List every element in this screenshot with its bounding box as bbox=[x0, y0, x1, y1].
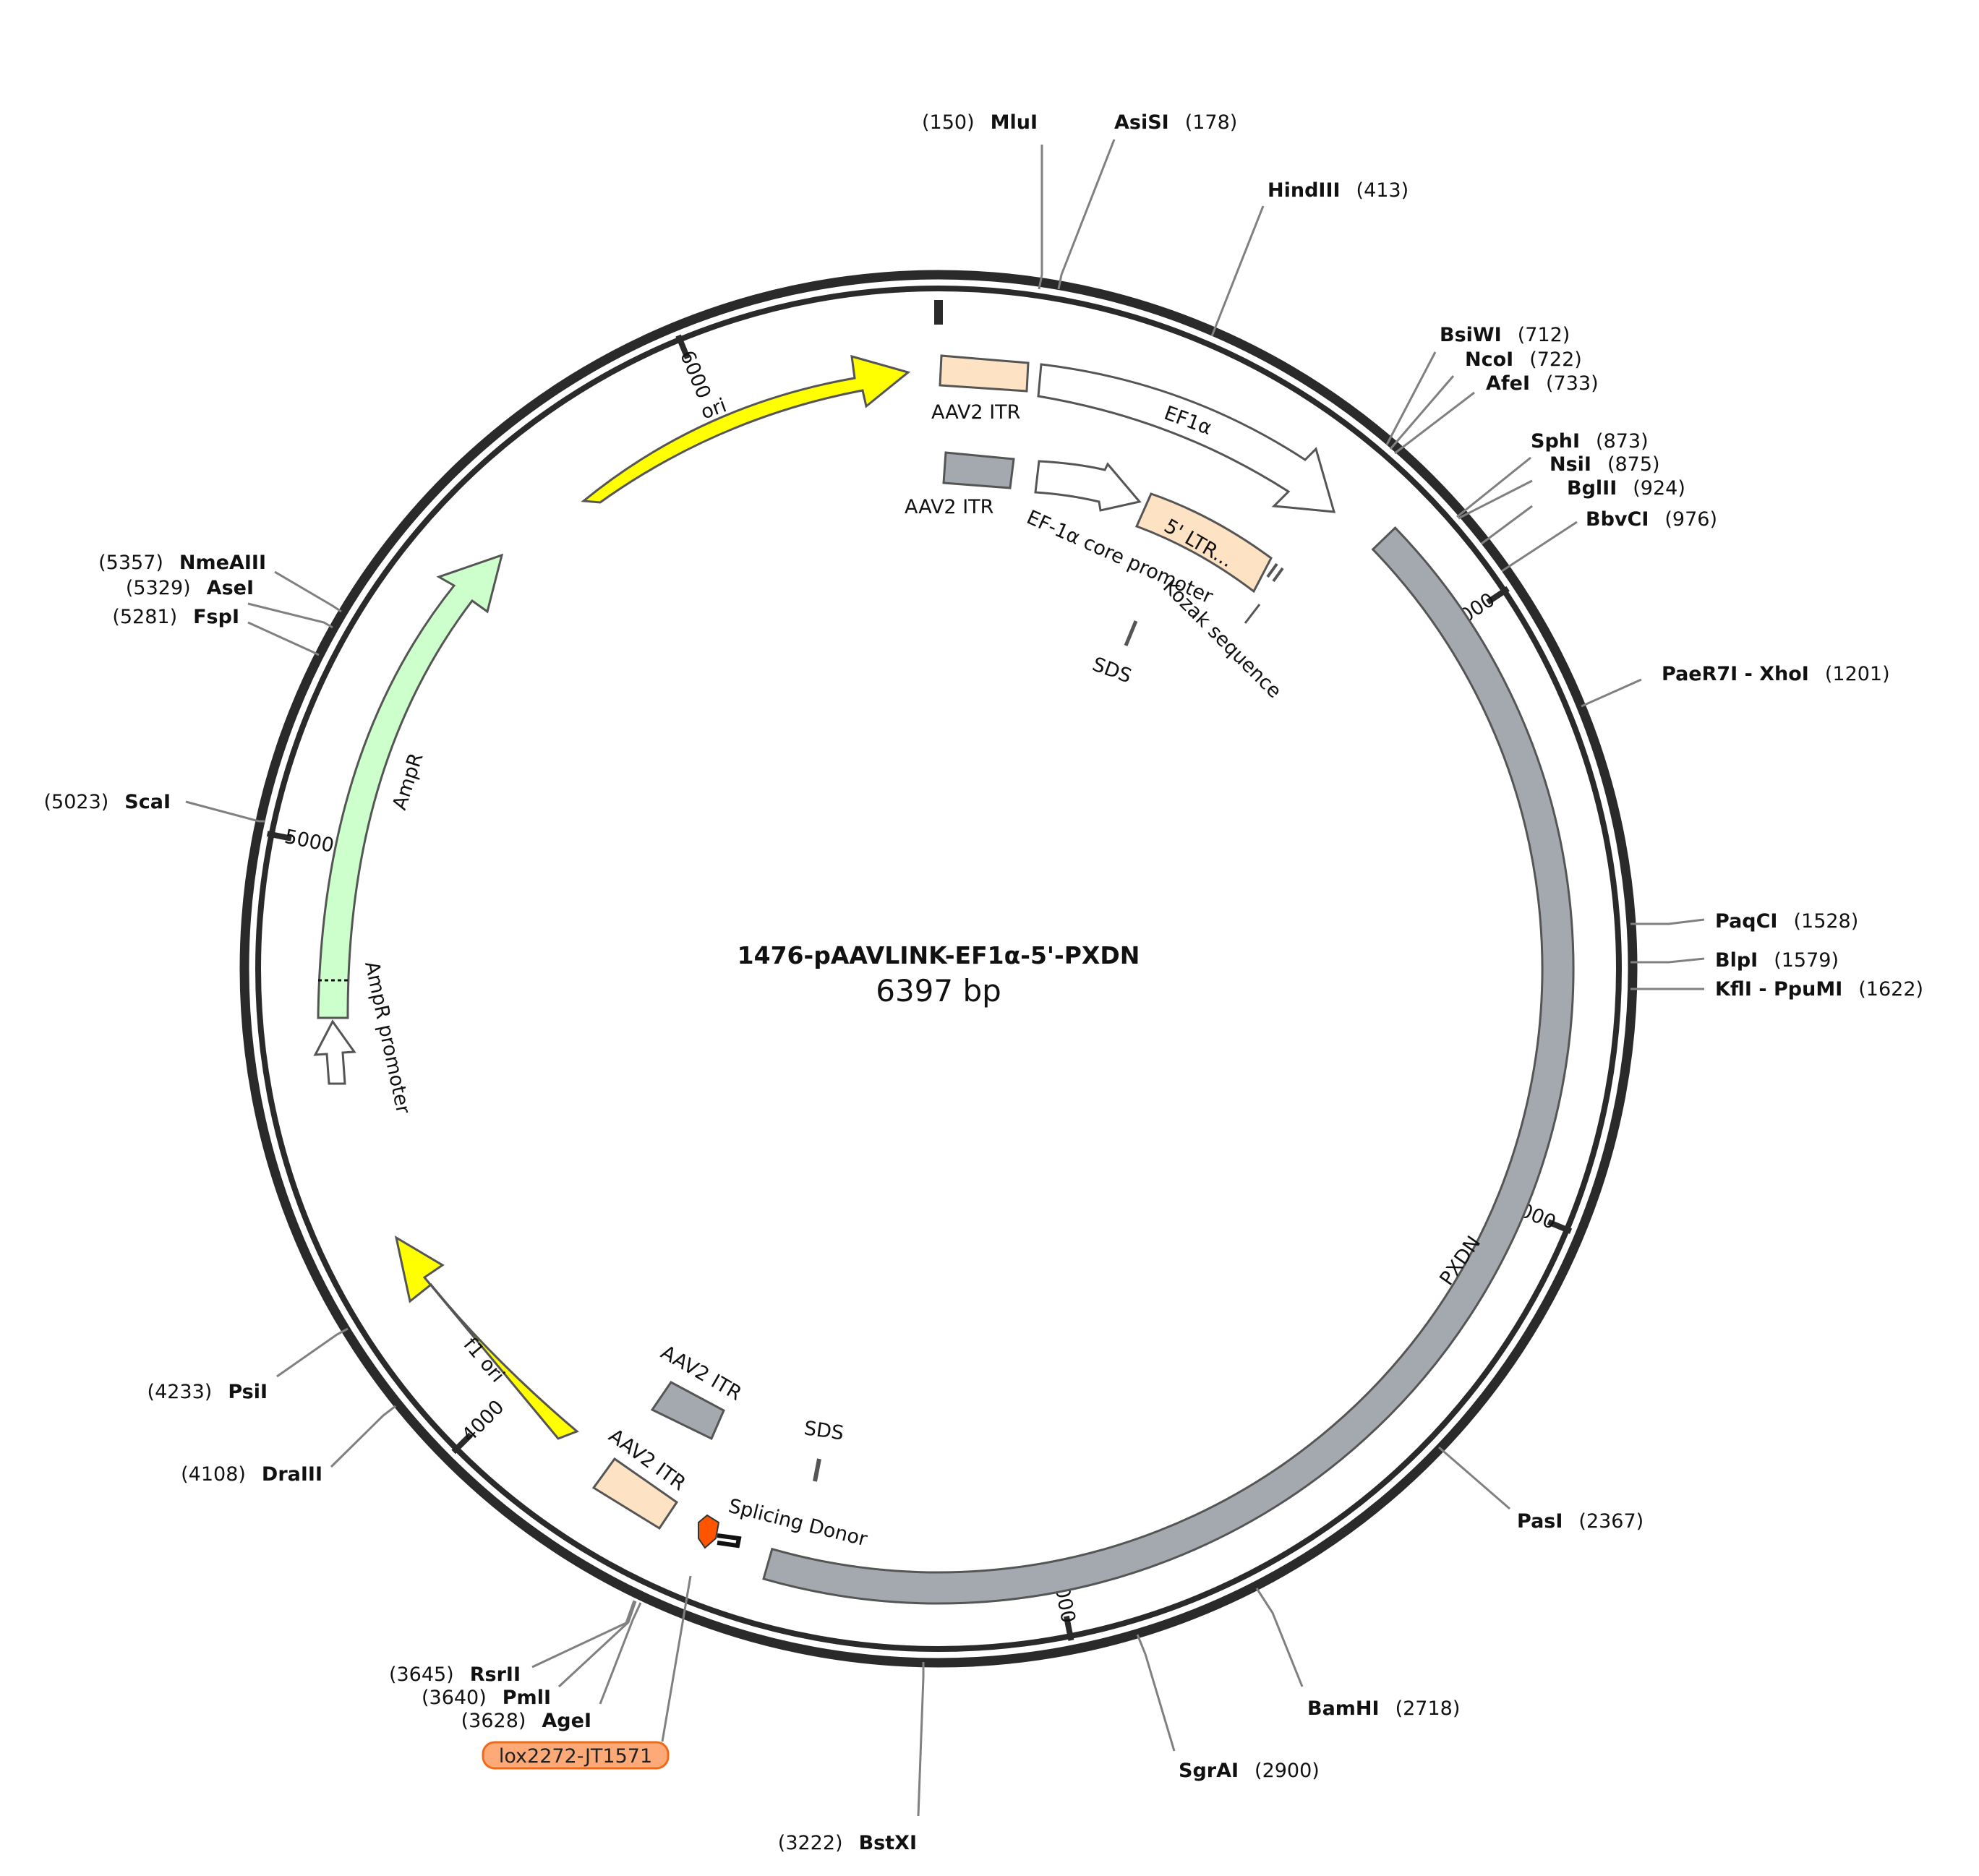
pxdn-arc bbox=[762, 526, 1575, 1605]
tick-mark-1000 bbox=[1486, 586, 1510, 605]
aav2-itr-1-label: AAV2 ITR bbox=[931, 401, 1020, 424]
tick-label-4000: 4000 bbox=[458, 1396, 509, 1447]
kozak-mark-b bbox=[1272, 567, 1284, 583]
site-bamhi: BamHI(2718) bbox=[1307, 1697, 1460, 1720]
site-ncoi: NcoI(722) bbox=[1465, 348, 1582, 371]
aav2-itr-3 bbox=[650, 1381, 725, 1441]
lox-leader bbox=[661, 1575, 692, 1742]
tick-label-6000: 6000 bbox=[675, 348, 715, 402]
features: ori AAV2 ITR EF1α AAV2 ITR EF-1α core pr… bbox=[313, 354, 1575, 1770]
site-paqci: PaqCI(1528) bbox=[1715, 910, 1858, 933]
ef1a-arrow bbox=[1037, 363, 1336, 513]
tick-mark-3000 bbox=[1063, 1615, 1074, 1641]
sds-1-mark bbox=[1124, 620, 1138, 646]
splicing-donor bbox=[698, 1514, 720, 1549]
splicing-donor-label: Splicing Donor bbox=[726, 1495, 870, 1551]
site-psii: (4233)PsiI bbox=[148, 1381, 268, 1403]
sds-1-label: SDS bbox=[1090, 653, 1134, 688]
site-kfli-ppumi: KflI - PpuMI(1622) bbox=[1715, 978, 1923, 1001]
tick-mark-5000 bbox=[266, 831, 292, 841]
site-rsrii: (3645)RsrII bbox=[389, 1663, 521, 1686]
site-nmeaiii: (5357)NmeAIII bbox=[98, 552, 266, 574]
ori-arrow bbox=[581, 354, 911, 504]
ampr-arrow bbox=[317, 553, 504, 1019]
plasmid-title: 1476-pAAVLINK-EF1α-5'-PXDN bbox=[738, 941, 1140, 969]
site-agei: (3628)AgeI bbox=[461, 1710, 591, 1732]
kozak-label: Kozak sequence bbox=[1158, 575, 1286, 703]
plasmid-length: 6397 bp bbox=[876, 973, 1001, 1008]
site-fspi: (5281)FspI bbox=[112, 606, 239, 628]
site-scai: (5023)ScaI bbox=[44, 791, 171, 813]
sds-2-mark bbox=[813, 1458, 821, 1482]
site-mlui: (150)MluI bbox=[922, 111, 1038, 134]
lox-badge bbox=[482, 1741, 670, 1770]
site-bstxi: (3222)BstXI bbox=[778, 1832, 917, 1854]
aav2-itr-1 bbox=[939, 354, 1030, 393]
site-blpi: BlpI(1579) bbox=[1715, 949, 1839, 972]
ampr-label: AmpR bbox=[388, 750, 427, 813]
aav2-itr-2-label: AAV2 ITR bbox=[905, 496, 993, 518]
splicing-donor-link bbox=[717, 1533, 742, 1549]
kozak-mark-a bbox=[1266, 562, 1278, 578]
backbone-ring bbox=[239, 270, 1638, 1668]
tick-mark-2000 bbox=[1547, 1219, 1573, 1234]
site-bglii: BglII(924) bbox=[1567, 477, 1685, 500]
site-leaders bbox=[185, 139, 1705, 1817]
site-draiii: (4108)DraIII bbox=[181, 1463, 322, 1486]
site-asisi: AsiSI(178) bbox=[1114, 111, 1237, 134]
site-sgrai: SgrAI(2900) bbox=[1179, 1760, 1320, 1782]
tick-mark-6000 bbox=[675, 334, 691, 360]
site-paer7i-xhoi: PaeR7I - XhoI(1201) bbox=[1662, 663, 1890, 685]
site-bbvci: BbvCI(976) bbox=[1586, 508, 1717, 531]
ampr-promoter-arrow bbox=[313, 1019, 356, 1085]
site-pmli: (3640)PmlI bbox=[422, 1687, 551, 1709]
f1-ori-arrow bbox=[394, 1235, 579, 1440]
tick-label-5000: 5000 bbox=[283, 826, 335, 857]
site-asei: (5329)AseI bbox=[126, 577, 254, 599]
aav2-itr-2 bbox=[942, 451, 1015, 489]
ef1a-core-promoter-arrow bbox=[1034, 460, 1142, 512]
site-nsii: NsiI(875) bbox=[1550, 453, 1660, 476]
aav2-itr-4 bbox=[591, 1457, 679, 1530]
restriction-sites: (150)MluI AsiSI(178) HindIII(413) BsiWI(… bbox=[44, 111, 1924, 1854]
five-ltr bbox=[1134, 492, 1273, 594]
f1-ori-label: f1 ori bbox=[459, 1334, 509, 1387]
kozak-leader bbox=[1244, 604, 1261, 624]
site-hindiii: HindIII(413) bbox=[1268, 179, 1409, 202]
site-sphi: SphI(873) bbox=[1531, 430, 1649, 453]
lox-label: lox2272-JT1571 bbox=[499, 1745, 652, 1768]
site-afei: AfeI(733) bbox=[1486, 372, 1599, 395]
site-bsiwi: BsiWI(712) bbox=[1440, 324, 1570, 346]
site-pasi: PasI(2367) bbox=[1517, 1510, 1644, 1533]
ampr-promoter-label: AmpR promoter bbox=[360, 959, 414, 1116]
sds-2-label: SDS bbox=[803, 1417, 845, 1444]
tick-mark-4000 bbox=[451, 1432, 474, 1455]
